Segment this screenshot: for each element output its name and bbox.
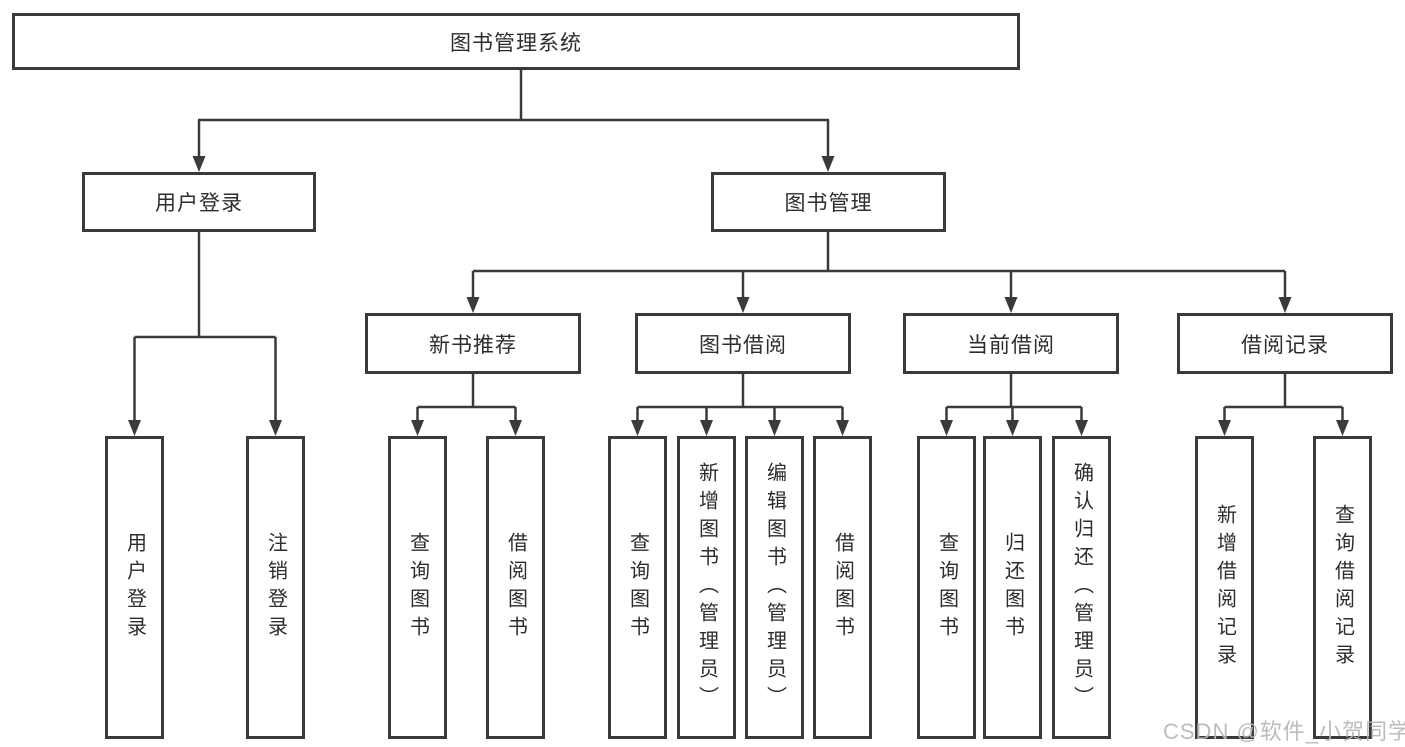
node-book-management: 图书管理: [711, 172, 946, 232]
leaf-borrow-query-books-label: 查询图书: [626, 531, 649, 644]
node-book-borrow-label: 图书借阅: [699, 333, 787, 357]
node-current-borrow-label: 当前借阅: [967, 333, 1055, 357]
leaf-confirm-return-admin: 确认归还（管理员）: [1052, 436, 1111, 739]
leaf-borrow-query-books: 查询图书: [608, 436, 667, 739]
leaf-user-login-label: 用户登录: [123, 531, 146, 644]
connector-path: [133, 67, 1344, 421]
leaf-confirm-return-admin-label: 确认归还（管理员）: [1070, 461, 1093, 714]
leaf-recommend-query-books-label: 查询图书: [406, 531, 429, 644]
leaf-recommend-borrow-books: 借阅图书: [486, 436, 545, 739]
leaf-borrow-books-label: 借阅图书: [831, 531, 854, 644]
leaf-edit-books-admin: 编辑图书（管理员）: [745, 436, 804, 739]
arrowheads: [128, 156, 1349, 436]
leaf-add-books-admin-label: 新增图书（管理员）: [695, 461, 718, 714]
leaf-edit-books-admin-label: 编辑图书（管理员）: [763, 461, 786, 714]
leaf-logout-label: 注销登录: [264, 531, 287, 644]
node-current-borrow: 当前借阅: [903, 313, 1119, 374]
leaf-user-login: 用户登录: [105, 436, 164, 739]
node-borrow-records-label: 借阅记录: [1241, 333, 1329, 357]
leaf-current-query-books-label: 查询图书: [935, 531, 958, 644]
leaf-recommend-query-books: 查询图书: [388, 436, 447, 739]
node-new-book-recommend: 新书推荐: [365, 313, 581, 374]
leaf-query-borrow-record: 查询借阅记录: [1313, 436, 1372, 739]
leaf-recommend-borrow-books-label: 借阅图书: [504, 531, 527, 644]
watermark: CSDN @软件_小贺同学: [1163, 719, 1405, 744]
node-user-login: 用户登录: [82, 172, 316, 232]
leaf-add-borrow-record: 新增借阅记录: [1195, 436, 1254, 739]
leaf-current-query-books: 查询图书: [917, 436, 976, 739]
node-book-borrow: 图书借阅: [635, 313, 851, 374]
node-library-management-system-label: 图书管理系统: [450, 31, 582, 55]
node-borrow-records: 借阅记录: [1177, 313, 1393, 374]
leaf-return-books-label: 归还图书: [1001, 531, 1024, 644]
leaf-add-books-admin: 新增图书（管理员）: [677, 436, 736, 739]
leaf-add-borrow-record-label: 新增借阅记录: [1213, 503, 1236, 672]
leaf-borrow-books: 借阅图书: [813, 436, 872, 739]
node-new-book-recommend-label: 新书推荐: [429, 333, 517, 357]
leaf-logout: 注销登录: [246, 436, 305, 739]
node-user-login-label: 用户登录: [155, 192, 243, 215]
leaf-return-books: 归还图书: [983, 436, 1042, 739]
node-library-management-system: 图书管理系统: [12, 13, 1020, 70]
leaf-query-borrow-record-label: 查询借阅记录: [1331, 503, 1354, 672]
node-book-management-label: 图书管理: [784, 192, 873, 215]
